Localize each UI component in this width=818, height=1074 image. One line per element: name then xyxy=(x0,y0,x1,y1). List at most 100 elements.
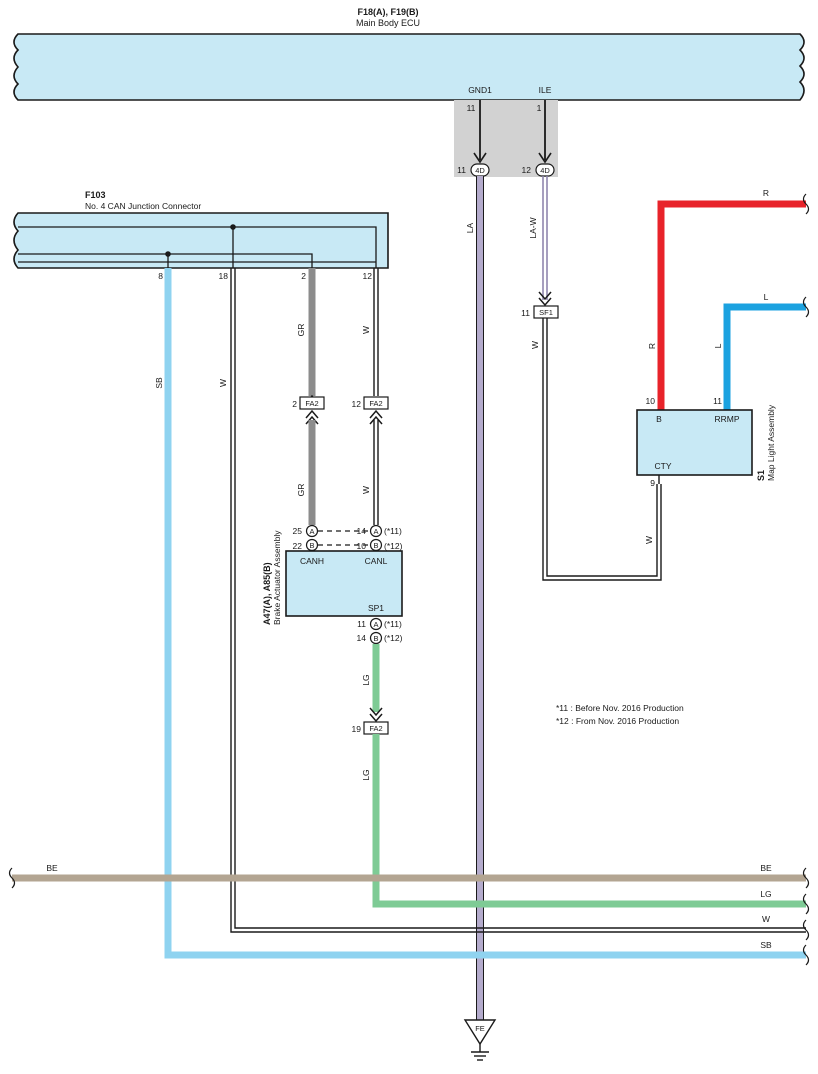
sf1-connector xyxy=(533,305,559,319)
ba-pin-10: 10 xyxy=(357,541,367,551)
wire-label-r-vert: R xyxy=(647,343,657,349)
wire-label-w-sf1: W xyxy=(530,341,540,349)
wire-lg-bottom xyxy=(372,734,806,908)
ecu-ref: F18(A), F19(B) xyxy=(357,7,418,17)
be-left-break-icon xyxy=(8,867,16,889)
ecu-pin-gnd1-label: GND1 xyxy=(468,85,492,95)
s1-name: Map Light Assembly xyxy=(766,404,776,481)
ba-mark-a-1 xyxy=(305,524,319,538)
fa2b-connector xyxy=(363,396,389,410)
brake-actuator-ref: A47(A), A85(B) xyxy=(262,562,272,625)
fa2b-pin: 12 xyxy=(352,399,362,409)
ba-mark-a-2-label: A xyxy=(373,527,378,536)
wire-label-r-top: R xyxy=(763,188,769,198)
sf1-label: SF1 xyxy=(539,308,553,317)
wire-label-gr-top: GR xyxy=(296,324,306,337)
fa2a-pin: 2 xyxy=(292,399,297,409)
ecu-pin-ile-num: 1 xyxy=(537,103,542,113)
wire-w18-outer xyxy=(230,268,806,933)
sf1-chevron-icon xyxy=(538,291,552,307)
wire-label-lg-1: LG xyxy=(361,674,371,685)
ile-arrow-icon xyxy=(538,152,552,164)
wire-label-l-top: L xyxy=(764,292,769,302)
brake-actuator-name: Brake Actuator Assembly xyxy=(272,530,282,625)
bus-label-be-left: BE xyxy=(46,863,58,873)
ba-mark-a-2 xyxy=(369,524,383,538)
wire-label-gr-mid: GR xyxy=(296,484,306,497)
wire-label-w18: W xyxy=(218,379,228,387)
w-right-break-icon xyxy=(802,919,810,941)
s1-pin-cty: CTY xyxy=(655,461,672,471)
can-pin-8: 8 xyxy=(158,271,163,281)
fa2a-label: FA2 xyxy=(305,399,318,408)
bus-label-lg-right: LG xyxy=(760,889,771,899)
ground-label: FE xyxy=(475,1024,485,1033)
fa2b-chevron-icon xyxy=(369,409,383,425)
bus-label-sb-right: SB xyxy=(760,940,772,950)
ba-mark-a-1-label: A xyxy=(309,527,314,536)
ba-pin-canh: CANH xyxy=(300,556,324,566)
ba-pin-14b: 14 xyxy=(357,633,367,643)
fa2c-label: FA2 xyxy=(369,724,382,733)
junction-2-num: 12 xyxy=(522,165,532,175)
ba-pin-25: 25 xyxy=(293,526,303,536)
ecu-pin-gnd1-num: 11 xyxy=(467,103,476,113)
s1-num-10: 10 xyxy=(646,396,656,406)
wire-w-sf1-inner xyxy=(546,318,658,577)
lg-right-break-icon xyxy=(802,893,810,915)
fa2a-bottom-chevron-icon xyxy=(305,409,319,425)
wire-label-w-mid: W xyxy=(361,486,371,494)
ba-var-12-a: (*12) xyxy=(384,541,403,551)
wire-sb xyxy=(164,268,806,959)
s1-ref: S1 xyxy=(756,470,766,481)
wire-label-l-vert: L xyxy=(713,343,723,348)
ba-pin-14: 14 xyxy=(357,526,367,536)
wire-label-w-top: W xyxy=(361,326,371,334)
wire-w18-inner xyxy=(234,268,806,929)
gnd1-arrow-icon xyxy=(473,152,487,164)
wire-l xyxy=(723,303,806,410)
wire-r xyxy=(657,200,806,410)
ba-mark-a-3-label: A xyxy=(373,620,378,629)
ba-var-11-b: (*11) xyxy=(384,619,402,629)
ba-pin-canl: CANL xyxy=(365,556,388,566)
junction-2-label: 4D xyxy=(540,166,550,175)
can-pin-12: 12 xyxy=(363,271,373,281)
can-internal-line-1 xyxy=(18,226,377,268)
fa2c-chevron-icon xyxy=(369,707,383,723)
can-splice-dot-2 xyxy=(165,251,171,257)
sf1-pin: 11 xyxy=(521,308,530,318)
ecu-pin-ile-label: ILE xyxy=(539,85,552,95)
wire-label-w-s1: W xyxy=(644,536,654,544)
s1-pin-rrmp: RRMP xyxy=(714,414,739,424)
can-splice-dot-1 xyxy=(230,224,236,230)
can-pin-2: 2 xyxy=(301,271,306,281)
can-junction-ref: F103 xyxy=(85,190,106,200)
ba-mark-a-3 xyxy=(369,617,383,631)
ecu-name: Main Body ECU xyxy=(356,18,420,28)
ba-pin-11: 11 xyxy=(357,619,366,629)
ba-mark-b-1-label: B xyxy=(309,541,314,550)
junction-1-label: 4D xyxy=(475,166,485,175)
fa2a-connector xyxy=(299,396,325,410)
main-body-ecu-box xyxy=(13,33,805,101)
fa2b-label: FA2 xyxy=(369,399,382,408)
map-light-assembly-box xyxy=(636,409,753,476)
r-break-icon xyxy=(802,193,810,215)
sb-right-break-icon xyxy=(802,944,810,966)
ba-var-11-a: (*11) xyxy=(384,526,402,536)
s1-num-11: 11 xyxy=(713,396,722,406)
can-junction-connector-box xyxy=(13,212,389,269)
can-pin-18: 18 xyxy=(219,271,229,281)
wire-label-sb: SB xyxy=(154,377,164,389)
brake-actuator-assembly-box xyxy=(285,550,403,617)
ba-pin-sp1: SP1 xyxy=(368,603,384,613)
wire-label-la: LA xyxy=(465,222,475,233)
note-11: *11 : Before Nov. 2016 Production xyxy=(556,703,684,713)
ba-mark-b-2-label: B xyxy=(373,541,378,550)
bus-label-w-right: W xyxy=(762,914,770,924)
ba-mark-b-3-label: B xyxy=(373,634,378,643)
wire-label-lg-2: LG xyxy=(361,769,371,780)
l-break-icon xyxy=(802,296,810,318)
